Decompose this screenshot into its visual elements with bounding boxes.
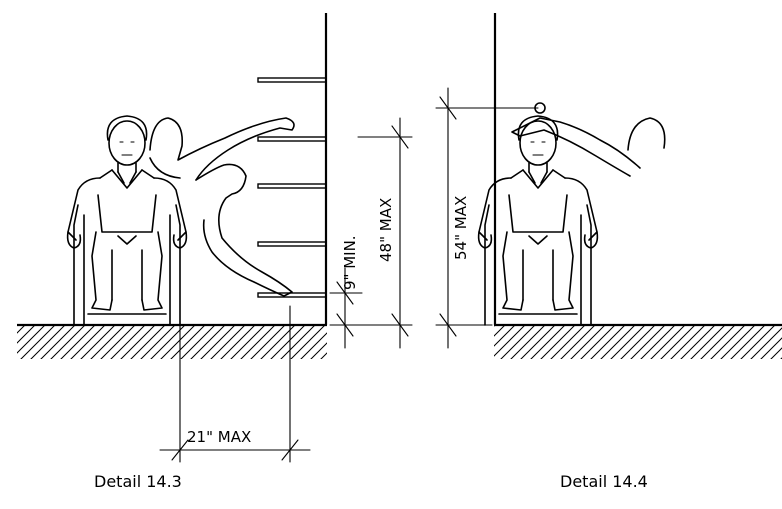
reach-figure-outline <box>149 117 295 297</box>
floor-hatch <box>494 325 782 359</box>
detail-14-4: 54" MAX Detail 14.4 <box>435 13 782 491</box>
caption-detail-14-3: Detail 14.3 <box>94 472 182 491</box>
reach-arm-outline <box>511 117 666 177</box>
control-knob <box>534 102 546 114</box>
reach-depth-dimension <box>159 305 311 463</box>
floor-hatch <box>17 325 327 359</box>
shelf-dimensions <box>329 117 413 349</box>
shelves <box>257 77 327 298</box>
dim-9-min: 9" MIN. <box>341 235 359 290</box>
wheelchair-user-figure <box>66 115 188 326</box>
detail-14-3: 48" MAX 9" MIN. 21" MAX Detail 14.3 <box>17 13 413 491</box>
dim-21-max: 21" MAX <box>187 428 251 446</box>
high-reach-dimension <box>435 87 539 349</box>
caption-detail-14-4: Detail 14.4 <box>560 472 648 491</box>
dim-48-max: 48" MAX <box>377 198 395 262</box>
dim-54-max: 54" MAX <box>452 196 470 260</box>
